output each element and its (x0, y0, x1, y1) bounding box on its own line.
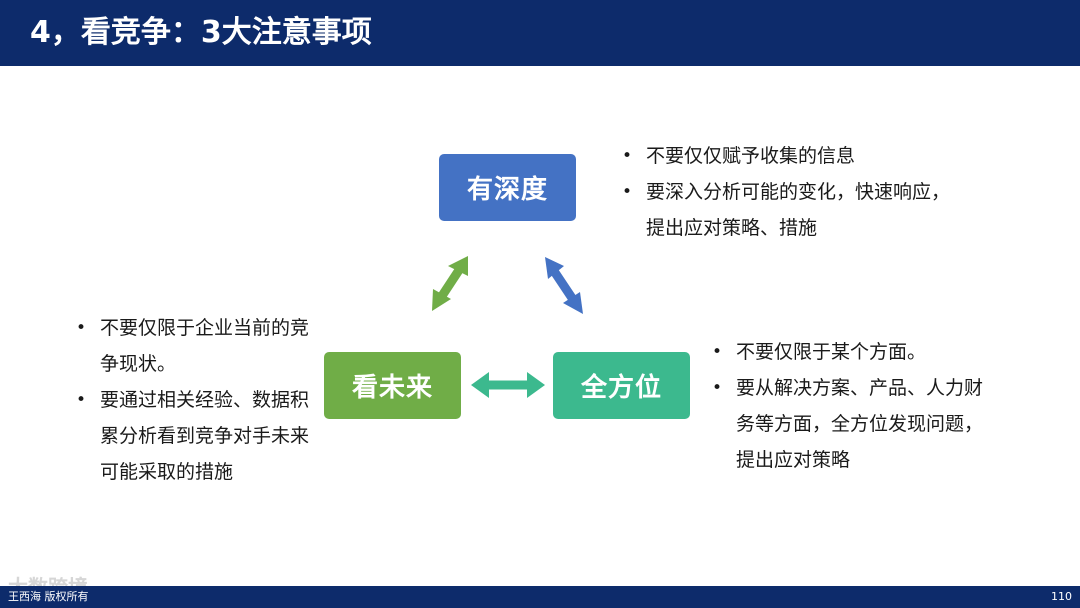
header-bar: 4，看竞争：3大注意事项 (0, 0, 1080, 66)
list-item: 不要仅仅赋予收集的信息 (620, 138, 950, 174)
list-item: 要从解决方案、产品、人力财务等方面，全方位发现问题，提出应对策略 (710, 370, 990, 478)
page-number: 110 (1051, 590, 1072, 603)
bullet-list-future: 不要仅限于企业当前的竞争现状。 要通过相关经验、数据积累分析看到竞争对手未来可能… (74, 310, 324, 490)
copyright-text: 王西海 版权所有 (8, 590, 89, 603)
node-future: 看未来 (324, 352, 461, 419)
arrow-left-right (471, 372, 545, 398)
arrow-top-right (545, 257, 583, 314)
node-comprehensive: 全方位 (553, 352, 690, 419)
bullet-list-depth: 不要仅仅赋予收集的信息 要深入分析可能的变化，快速响应，提出应对策略、措施 (620, 138, 950, 246)
list-item: 要深入分析可能的变化，快速响应，提出应对策略、措施 (620, 174, 950, 246)
slide-title: 4，看竞争：3大注意事项 (30, 15, 372, 50)
footer-bar: 王西海 版权所有 110 (0, 586, 1080, 608)
node-depth: 有深度 (439, 154, 576, 221)
arrow-left-top (432, 256, 468, 311)
list-item: 不要仅限于某个方面。 (710, 334, 990, 370)
list-item: 要通过相关经验、数据积累分析看到竞争对手未来可能采取的措施 (74, 382, 324, 490)
list-item: 不要仅限于企业当前的竞争现状。 (74, 310, 324, 382)
bullet-list-comprehensive: 不要仅限于某个方面。 要从解决方案、产品、人力财务等方面，全方位发现问题，提出应… (710, 334, 990, 478)
